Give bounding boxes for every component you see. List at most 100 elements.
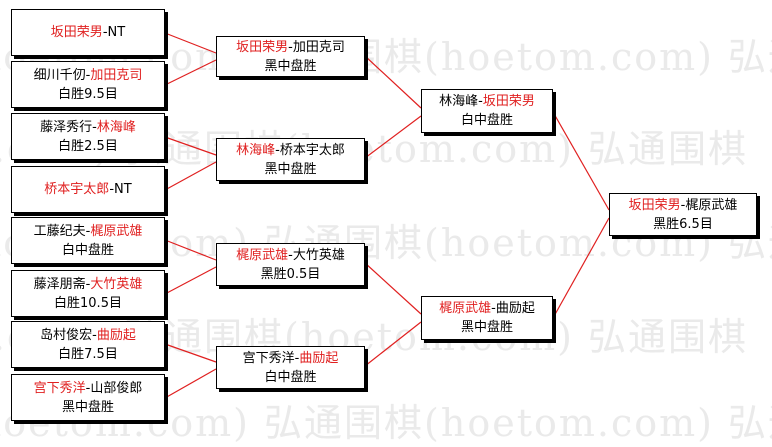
vs-dash: - [109,182,115,197]
match-result: 黑中盘胜 [264,161,317,177]
connector-r1-8 [164,368,217,399]
vs-dash: - [102,25,108,40]
connector-r1-4 [164,161,217,191]
match-result: 黑中盘胜 [460,320,513,335]
vs-dash: - [85,223,91,239]
match-players: 宫下秀洋-山部俊郎 [34,379,143,398]
player-winner: 大竹英雄 [90,276,143,292]
match-r2-4: 宫下秀洋-曲励起 白中盘胜 [216,346,365,389]
vs-dash: - [92,327,97,343]
match-result: 白中盘胜 [264,369,317,385]
player-winner: 梶原武雄 [90,223,143,239]
match-r2-2: 林海峰-桥本宇太郎 黑中盘胜 [216,138,365,181]
vs-dash: - [85,67,91,83]
match-r1-8: 宫下秀洋-山部俊郎 黑中盘胜 [11,374,165,421]
vs-dash: - [275,142,280,158]
player-loser: 宫下秀洋 [242,350,295,366]
bracket-connectors [164,32,610,399]
player-winner: 加田克司 [90,67,143,83]
match-players: 工藤纪夫-梶原武雄 [34,222,143,241]
player-loser: 工藤纪夫 [33,223,86,239]
player-loser: 桥本宇太郎 [279,142,345,158]
player-winner: 林海峰 [236,142,276,158]
vs-dash: - [491,301,496,316]
match-players: 坂田荣男-加田克司 [236,38,345,57]
vs-dash: - [85,380,91,396]
player-winner: 梶原武雄 [236,247,289,263]
player-loser: 梶原武雄 [685,197,738,213]
player-loser: 藤泽朋斋 [33,276,86,292]
connector-r2-4 [364,321,422,367]
player-winner: 桥本宇太郎 [44,182,110,197]
player-winner: 曲励起 [96,327,136,343]
player-winner: 曲励起 [299,350,339,366]
player-winner: 梶原武雄 [439,301,492,316]
vs-dash: - [288,247,293,263]
vs-dash: - [294,350,300,366]
match-result: 黑胜6.5目 [653,216,713,232]
match-r1-3: 藤泽秀行-林海峰 白胜2.5目 [11,113,165,160]
match-players: 宫下秀洋-曲励起 [243,349,339,368]
connector-r1-3 [164,136,217,156]
match-result: 白胜9.5目 [58,86,118,102]
match-r3-1: 林海峰-坂田荣男 白中盘胜 [421,89,553,133]
player-loser: 大竹英雄 [292,247,345,263]
match-players: 坂田荣男-梶原武雄 [629,196,738,215]
match-result: 白胜10.5目 [54,295,122,311]
match-r1-2: 细川千仞-加田克司 白胜9.5目 [11,61,165,108]
connector-r1-2 [164,59,217,86]
connector-r2-3 [364,262,422,315]
player-winner: 林海峰 [96,119,136,135]
match-final: 坂田荣男-梶原武雄 黑胜6.5目 [609,193,757,236]
match-players: 藤泽秀行-林海峰 [40,118,136,137]
match-result: 白胜2.5目 [58,138,118,154]
player-winner: 坂田荣男 [50,25,103,40]
match-result: 黑中盘胜 [264,58,317,74]
match-players: 梶原武雄-大竹英雄 [236,246,345,265]
player-winner: 宫下秀洋 [33,380,86,396]
match-r1-4: 桥本宇太郎-NT [11,166,165,213]
player-loser: 细川千仞 [33,67,86,83]
player-loser: 岛村俊宏 [40,327,93,343]
match-players: 岛村俊宏-曲励起 [40,326,136,345]
match-r2-1: 坂田荣男-加田克司 黑中盘胜 [216,36,365,77]
match-players: 桥本宇太郎-NT [44,180,131,199]
match-result: 白中盘胜 [460,113,513,128]
match-players: 梶原武雄-曲励起 [439,299,535,318]
player-loser: 加田克司 [292,39,345,55]
match-players: 林海峰-坂田荣男 [439,92,535,111]
vs-dash: - [92,119,97,135]
match-players: 坂田荣男-NT [51,23,125,42]
match-r1-6: 藤泽朋斋-大竹英雄 白胜10.5目 [11,270,165,317]
match-r2-3: 梶原武雄-大竹英雄 黑胜0.5目 [216,243,365,286]
match-players: 林海峰-桥本宇太郎 [236,141,345,160]
vs-dash: - [478,94,483,109]
connector-r1-7 [164,343,217,363]
player-loser: 林海峰 [439,94,479,109]
match-r1-5: 工藤纪夫-梶原武雄 白中盘胜 [11,217,165,264]
match-result: 白胜7.5目 [58,346,118,362]
match-r1-1: 坂田荣男-NT [11,9,165,56]
player-winner: 坂田荣男 [628,197,681,213]
match-players: 细川千仞-加田克司 [34,66,143,85]
match-r1-7: 岛村俊宏-曲励起 白胜7.5目 [11,321,165,368]
connector-r2-2 [364,115,422,159]
player-loser: 曲励起 [495,301,535,316]
connector-r3-2 [552,217,610,319]
connector-r1-1 [164,32,217,54]
vs-dash: - [288,39,293,55]
match-result: 黑胜0.5目 [260,266,321,282]
match-r3-2: 梶原武雄-曲励起 黑中盘胜 [421,296,553,340]
player-loser: 藤泽秀行 [40,119,93,135]
player-loser: NT [107,25,126,40]
vs-dash: - [85,276,91,292]
vs-dash: - [680,197,686,213]
player-loser: NT [114,182,132,197]
player-winner: 坂田荣男 [236,39,289,55]
player-winner: 坂田荣男 [482,94,535,109]
connector-r3-1 [552,111,610,211]
match-players: 藤泽朋斋-大竹英雄 [34,275,143,294]
connector-r2-1 [364,55,422,109]
connector-r1-5 [164,239,217,261]
match-result: 白中盘胜 [61,242,114,258]
